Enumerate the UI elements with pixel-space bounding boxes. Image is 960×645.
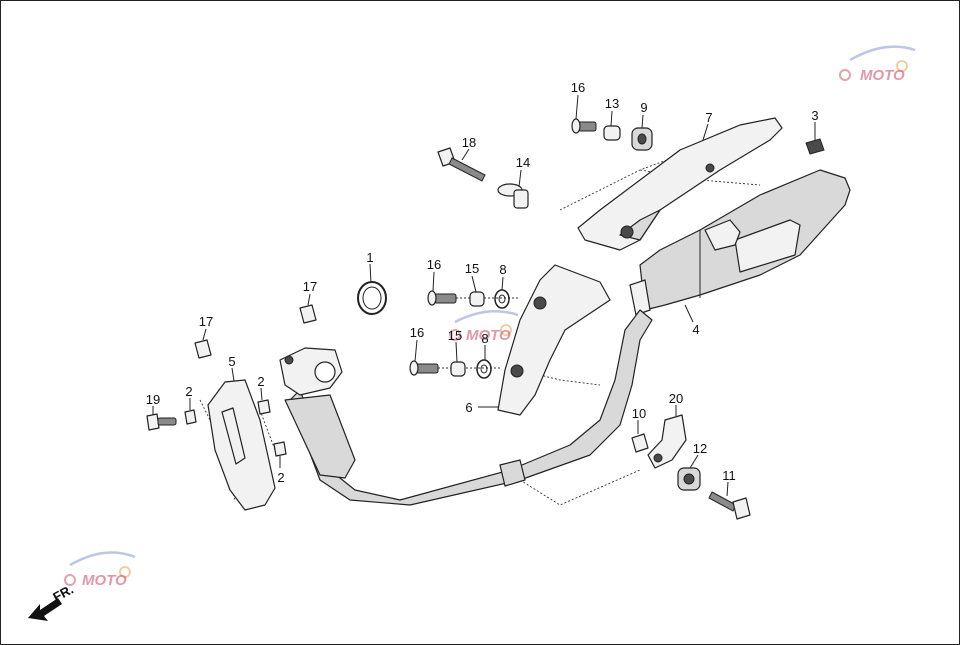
collar-13 <box>603 125 621 141</box>
callout-leaders <box>152 94 816 497</box>
bolt-19 <box>146 413 177 431</box>
exhaust-pipe <box>284 309 653 506</box>
nut-2-right-bottom <box>273 441 287 457</box>
callout-16-low: 16 <box>410 325 424 340</box>
collar-15-low <box>450 361 466 377</box>
gasket <box>357 281 387 315</box>
grommet-9 <box>631 127 653 151</box>
callout-15-low: 15 <box>448 328 462 343</box>
nut-2-right-top <box>257 399 271 415</box>
callout-8-low: 8 <box>481 331 488 346</box>
callout-15-mid: 15 <box>465 261 479 276</box>
clip-3 <box>805 138 825 155</box>
callout-2-left: 2 <box>185 384 192 399</box>
muffler-guard <box>577 117 783 251</box>
callout-4: 4 <box>692 322 699 337</box>
muffler <box>629 169 851 316</box>
callout-14: 14 <box>516 155 530 170</box>
nut-2-left <box>184 409 197 425</box>
nut-17-top <box>299 304 317 324</box>
bolt-11 <box>708 491 751 520</box>
nut-10 <box>631 433 649 453</box>
callout-20: 20 <box>669 391 683 406</box>
callout-9: 9 <box>640 100 647 115</box>
callout-2-right-top: 2 <box>257 374 264 389</box>
callout-7: 7 <box>705 110 712 125</box>
bolt-16-mid <box>427 290 457 306</box>
callout-5: 5 <box>228 354 235 369</box>
callout-labels: 1 2 2 2 3 4 5 6 7 8 8 9 10 11 12 13 14 1… <box>146 80 819 485</box>
callout-11: 11 <box>722 468 736 483</box>
svg-text:MOTO: MOTO <box>82 572 127 589</box>
callout-16-top: 16 <box>571 80 585 95</box>
callout-19: 19 <box>146 392 160 407</box>
svg-text:MOTO: MOTO <box>466 327 511 344</box>
watermark-center: MOTO <box>449 310 519 344</box>
callout-1: 1 <box>366 250 373 265</box>
callout-3: 3 <box>811 108 818 123</box>
bolt-16-low <box>409 360 439 376</box>
callout-2-right-bottom: 2 <box>277 470 284 485</box>
bracket-20 <box>647 414 687 469</box>
callout-17-top: 17 <box>303 279 317 294</box>
collar-14 <box>497 183 529 209</box>
callout-16-mid: 16 <box>427 257 441 272</box>
callout-13: 13 <box>605 96 619 111</box>
callout-12: 12 <box>693 441 707 456</box>
washer-8-mid <box>494 289 510 309</box>
callout-10: 10 <box>632 406 646 421</box>
callout-18: 18 <box>462 135 476 150</box>
callout-8-mid: 8 <box>499 262 506 277</box>
callout-6: 6 <box>465 400 472 415</box>
heat-shield-mid <box>497 264 611 416</box>
nut-17-low <box>194 339 212 359</box>
washer-8-low <box>476 359 492 379</box>
bolt-16-top <box>571 118 597 134</box>
watermark-top-right: MOTO <box>839 45 916 84</box>
callout-17-low: 17 <box>199 314 213 329</box>
svg-text:MOTO: MOTO <box>860 67 905 84</box>
bolt-18 <box>437 147 486 182</box>
front-direction-arrow: FR. <box>28 582 76 621</box>
watermark-bottom-left: MOTO <box>64 551 136 589</box>
collar-15-mid <box>469 291 485 307</box>
exhaust-flange <box>279 347 343 396</box>
damper-12 <box>677 467 701 491</box>
heat-shield-front <box>207 379 276 511</box>
